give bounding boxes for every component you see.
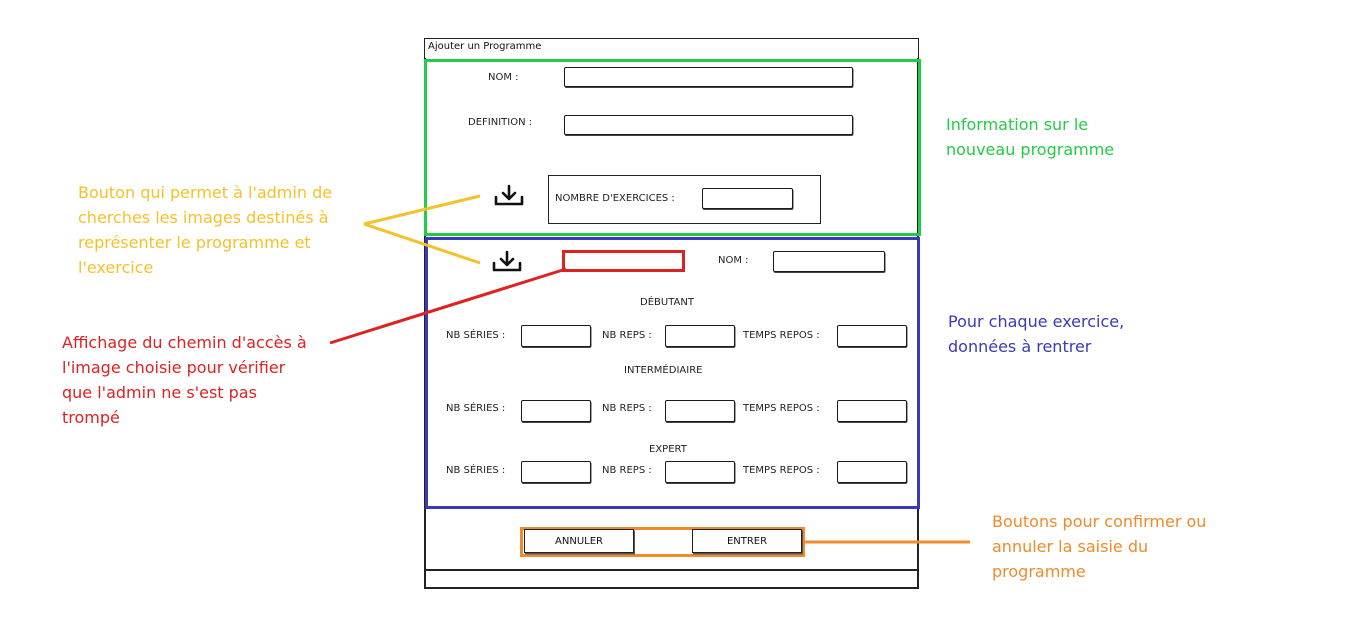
expert-rest-input[interactable] xyxy=(837,461,907,483)
expert-series-input[interactable] xyxy=(521,461,591,483)
intermediate-series-input[interactable] xyxy=(521,400,591,422)
program-definition-input[interactable] xyxy=(564,115,853,135)
intermediate-reps-label: NB REPS : xyxy=(602,403,652,414)
beginner-rest-input[interactable] xyxy=(837,325,907,347)
beginner-series-input[interactable] xyxy=(521,325,591,347)
program-name-input[interactable] xyxy=(564,67,853,87)
level-title-beginner: DÉBUTANT xyxy=(640,297,694,308)
yellow-connector-bottom xyxy=(363,222,481,265)
annotation-buttons: Boutons pour confirmer ou annuler la sai… xyxy=(992,512,1207,581)
program-image-download-icon[interactable] xyxy=(493,184,525,208)
exercise-section xyxy=(425,237,920,509)
exercise-count-box xyxy=(548,175,821,224)
exercise-name-input[interactable] xyxy=(773,251,885,272)
program-definition-label: DEFINITION : xyxy=(468,117,533,128)
window-title-bar xyxy=(424,38,919,58)
annotation-program-info: Information sur le nouveau programme xyxy=(946,115,1115,159)
level-title-intermediate: INTERMÉDIAIRE xyxy=(624,365,703,376)
window-left-edge xyxy=(424,58,426,588)
window-bottom-edge xyxy=(424,587,919,589)
annotation-exercise-data: Pour chaque exercice, données à rentrer xyxy=(948,312,1125,356)
exercise-image-download-icon[interactable] xyxy=(491,250,523,274)
program-name-label: NOM : xyxy=(488,72,519,83)
exercise-name-label: NOM : xyxy=(718,255,749,266)
program-info-section xyxy=(424,59,921,236)
beginner-reps-label: NB REPS : xyxy=(602,330,652,341)
beginner-reps-input[interactable] xyxy=(665,325,735,347)
expert-series-label: NB SÉRIES : xyxy=(446,465,506,476)
window-title: Ajouter un Programme xyxy=(428,41,542,52)
annotation-image-button: Bouton qui permet à l'admin de cherches … xyxy=(78,183,333,277)
submit-button[interactable]: ENTRER xyxy=(692,529,802,553)
image-path-display xyxy=(562,250,685,272)
annotation-image-path: Affichage du chemin d'accès à l'image ch… xyxy=(62,333,307,427)
exercise-count-label: NOMBRE D'EXERCICES : xyxy=(555,193,675,204)
intermediate-series-label: NB SÉRIES : xyxy=(446,403,506,414)
intermediate-rest-input[interactable] xyxy=(837,400,907,422)
level-title-expert: EXPERT xyxy=(649,444,687,455)
intermediate-reps-input[interactable] xyxy=(665,400,735,422)
red-connector xyxy=(329,267,567,345)
buttons-group xyxy=(520,527,805,557)
window-divider xyxy=(424,569,919,571)
expert-reps-input[interactable] xyxy=(665,461,735,483)
cancel-button[interactable]: ANNULER xyxy=(524,529,634,553)
expert-rest-label: TEMPS REPOS : xyxy=(743,465,820,476)
exercise-count-input[interactable] xyxy=(702,188,793,209)
expert-reps-label: NB REPS : xyxy=(602,465,652,476)
beginner-rest-label: TEMPS REPOS : xyxy=(743,330,820,341)
intermediate-rest-label: TEMPS REPOS : xyxy=(743,403,820,414)
yellow-connector-top xyxy=(363,194,481,226)
beginner-series-label: NB SÉRIES : xyxy=(446,330,506,341)
